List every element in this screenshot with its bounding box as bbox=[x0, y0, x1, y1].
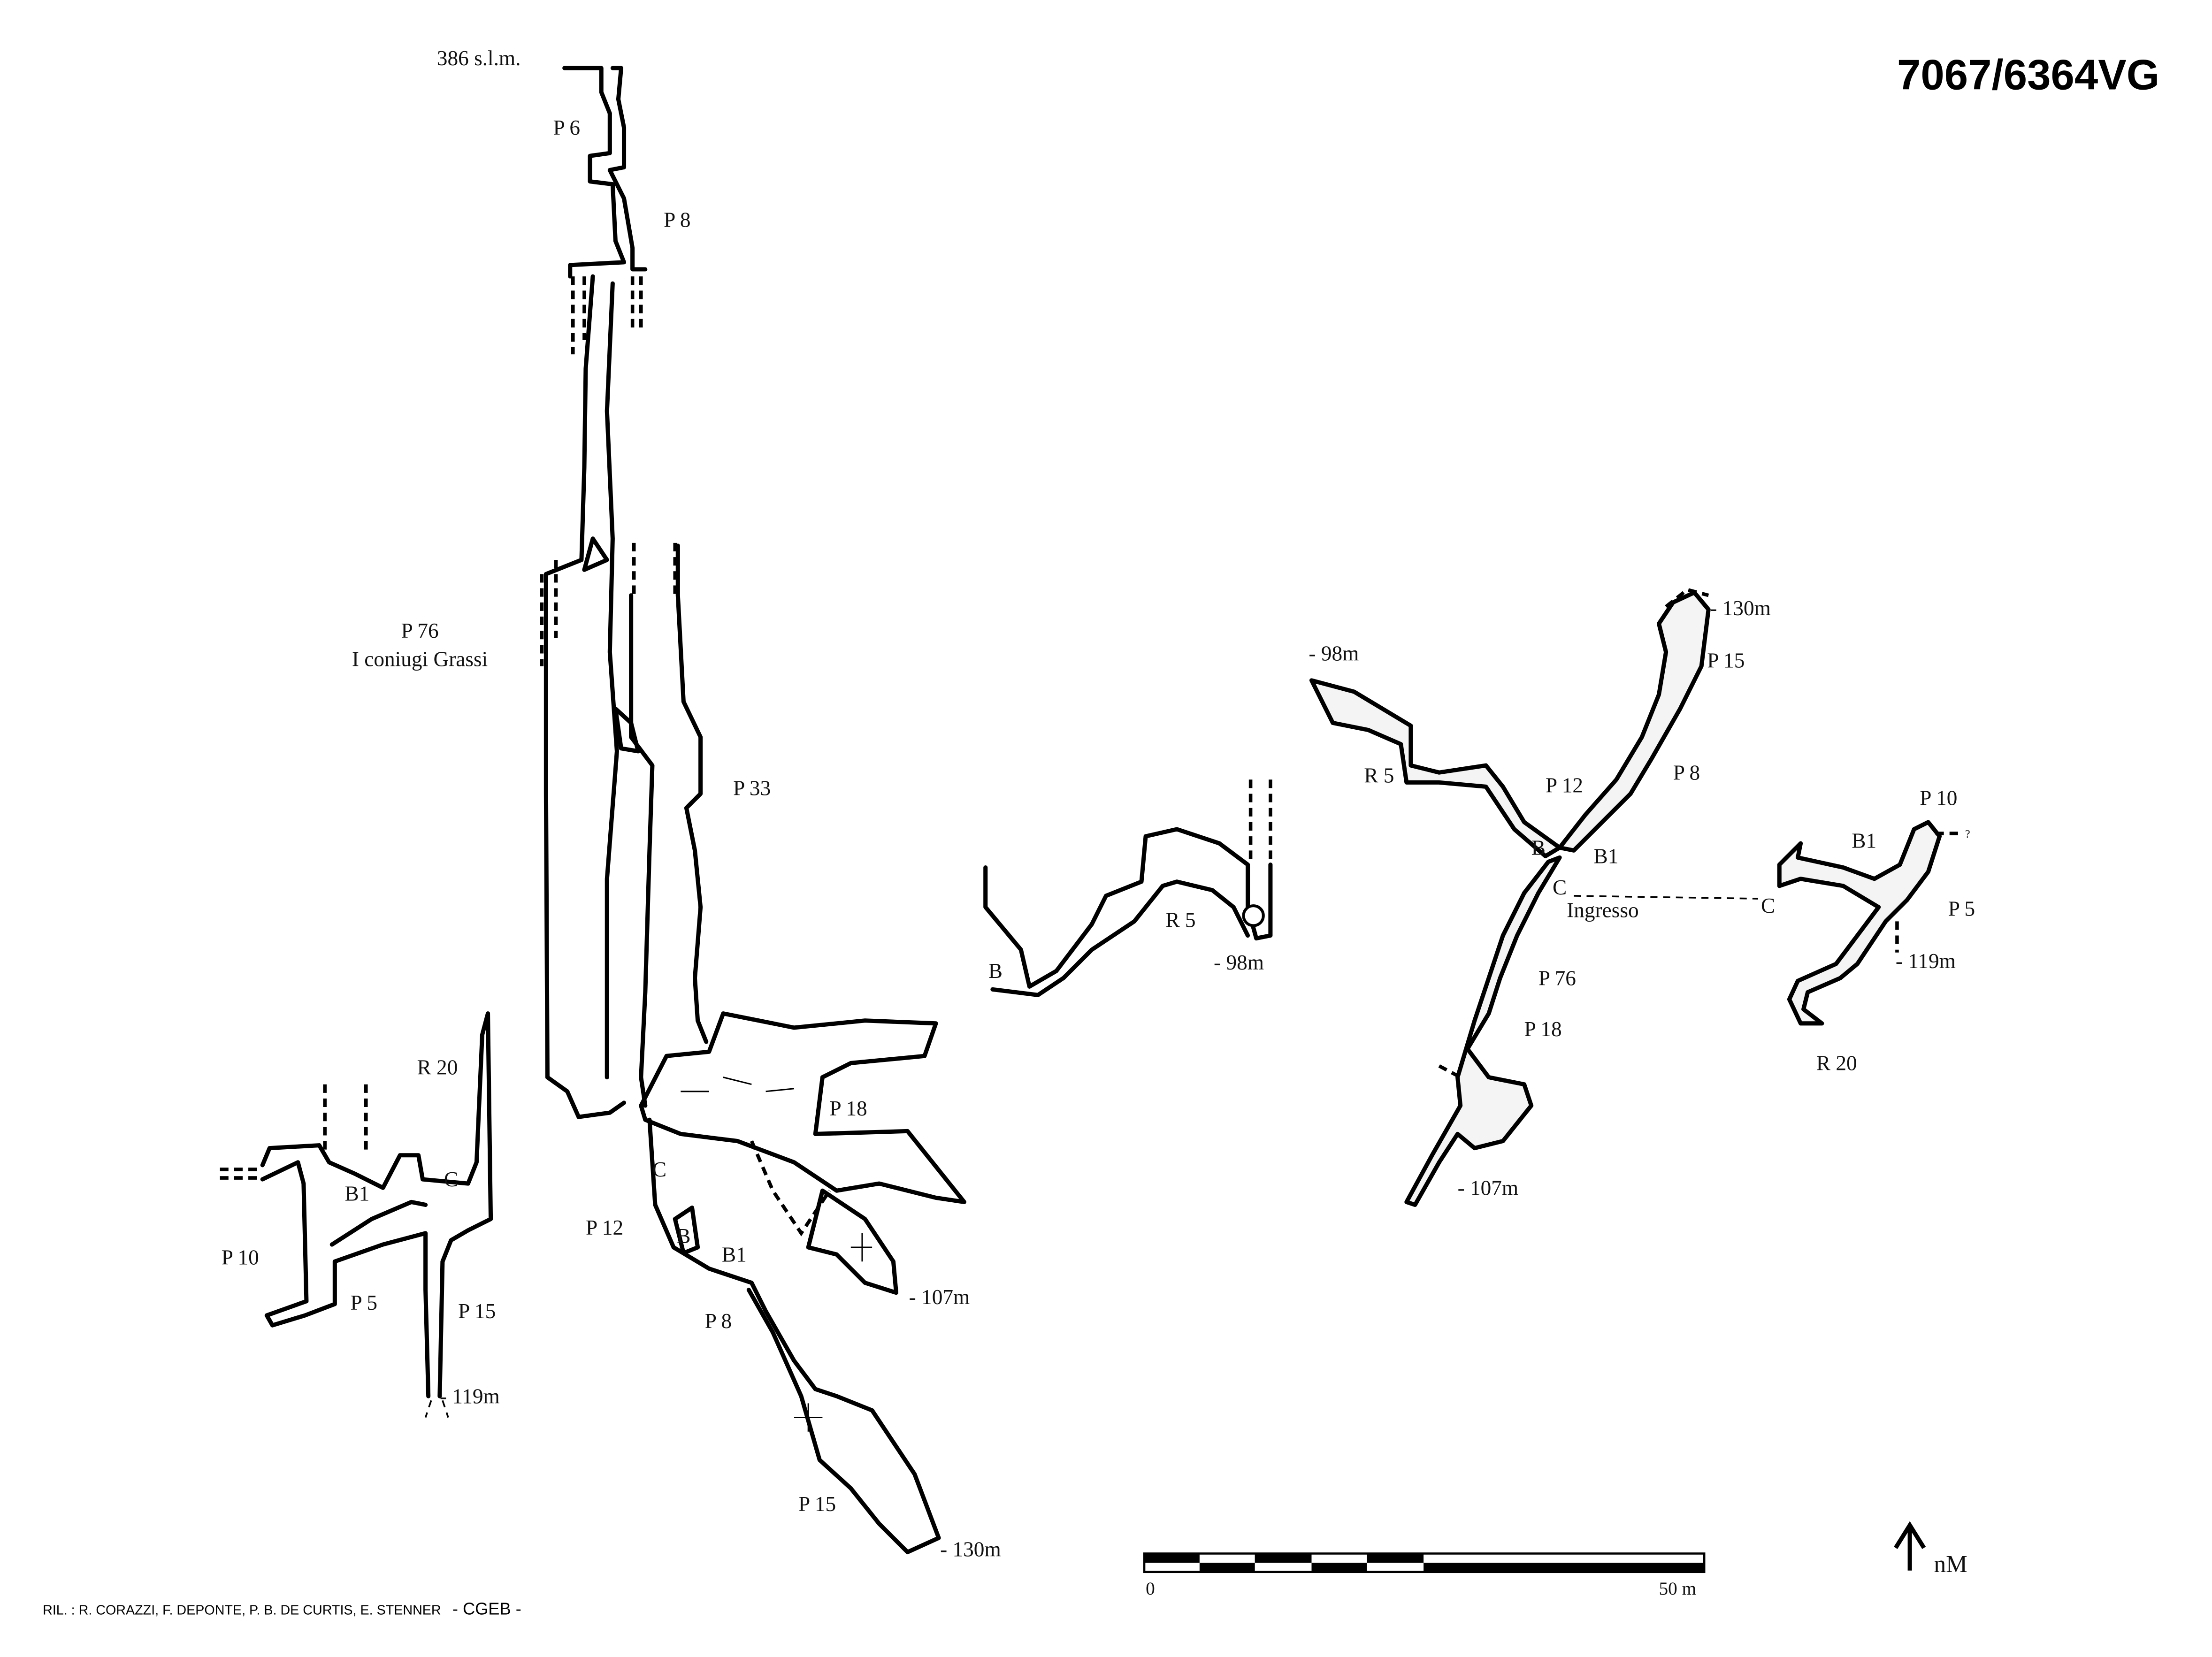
label-p8-low: P 8 bbox=[705, 1309, 732, 1333]
label-depth-119: - 119m bbox=[440, 1384, 500, 1408]
plan-label-c: C bbox=[1553, 876, 1567, 899]
plan-label-depth-130: - 130m bbox=[1710, 596, 1771, 620]
scale-bar: 0 50 m bbox=[1143, 1552, 1706, 1599]
label-b1-main: B1 bbox=[722, 1243, 747, 1266]
scale-start-label: 0 bbox=[1146, 1579, 1155, 1599]
north-arrow-icon: nM bbox=[1894, 1521, 1967, 1578]
plan-label-p12: P 12 bbox=[1546, 773, 1583, 797]
p33-shaft bbox=[629, 593, 655, 1108]
label-p18: P 18 bbox=[829, 1097, 867, 1120]
label-p76: P 76 bbox=[401, 619, 438, 642]
label-b-main: B bbox=[676, 1224, 690, 1248]
label-p5: P 5 bbox=[351, 1291, 377, 1314]
plan-label-p10: P 10 bbox=[1920, 787, 1957, 810]
plan-label-depth-98: - 98m bbox=[1309, 642, 1359, 665]
plan-label-r5: R 5 bbox=[1364, 764, 1394, 787]
label-p76-name: I coniugi Grassi bbox=[352, 648, 488, 671]
label-p6: P 6 bbox=[553, 116, 580, 139]
plan-label-ingresso: Ingresso bbox=[1567, 898, 1638, 922]
label-r20: R 20 bbox=[417, 1056, 458, 1079]
altitude-label: 386 s.l.m. bbox=[437, 46, 521, 70]
cave-id-title: 7067/6364VG bbox=[1897, 51, 2159, 99]
label-depth-98-mid: - 98m bbox=[1214, 951, 1264, 974]
plan-label-b1-right: B1 bbox=[1852, 829, 1876, 852]
p76-shaft-outer bbox=[543, 274, 627, 1119]
label-c-left: C bbox=[444, 1168, 458, 1191]
p76-shaft-inner bbox=[605, 281, 619, 1080]
credits: RIL. : R. CORAZZI, F. DEPONTE, P. B. DE … bbox=[43, 1595, 521, 1619]
label-b1-left: B1 bbox=[344, 1182, 369, 1205]
label-b-mid: B bbox=[988, 959, 1003, 983]
plan-label-r20: R 20 bbox=[1816, 1052, 1857, 1075]
label-depth-130: - 130m bbox=[940, 1538, 1001, 1561]
plan-label-depth-107: - 107m bbox=[1458, 1176, 1519, 1199]
entrance-shaft-wall-right bbox=[607, 66, 648, 272]
credits-group: - CGEB - bbox=[452, 1599, 521, 1618]
plan-label-c-right: C bbox=[1761, 894, 1775, 917]
r5-branch-section: B R 5 - 98m bbox=[983, 779, 1273, 997]
plan-label-b: B bbox=[1531, 836, 1546, 859]
label-p33: P 33 bbox=[733, 777, 771, 800]
label-r5-mid: R 5 bbox=[1165, 908, 1195, 932]
plan-label-p8: P 8 bbox=[1673, 761, 1700, 784]
credits-surveyors: RIL. : R. CORAZZI, F. DEPONTE, P. B. DE … bbox=[43, 1603, 441, 1618]
label-p8-top: P 8 bbox=[664, 208, 690, 231]
label-c-main: C bbox=[652, 1158, 666, 1181]
label-p15-low: P 15 bbox=[798, 1492, 836, 1516]
plan-view: - 130m P 15 - 98m R 5 P 12 P 8 B B1 C In… bbox=[1309, 588, 1975, 1207]
plan-label-question: ? bbox=[1965, 828, 1970, 840]
plan-label-depth-119: - 119m bbox=[1896, 949, 1956, 973]
label-p12: P 12 bbox=[586, 1216, 623, 1239]
label-depth-107: - 107m bbox=[909, 1285, 970, 1309]
plan-label-p76: P 76 bbox=[1538, 966, 1576, 990]
left-system-entry bbox=[220, 1084, 368, 1180]
plan-label-p18: P 18 bbox=[1524, 1017, 1562, 1041]
left-system bbox=[260, 1011, 493, 1398]
plan-label-p5: P 5 bbox=[1948, 897, 1975, 920]
entrance-shaft-wall-left bbox=[562, 66, 627, 279]
plan-label-p15: P 15 bbox=[1707, 649, 1745, 672]
label-p15-left: P 15 bbox=[458, 1299, 496, 1323]
scale-end-label: 50 m bbox=[1659, 1579, 1697, 1599]
plan-label-b1: B1 bbox=[1594, 845, 1619, 868]
lower-branch bbox=[647, 1117, 941, 1555]
north-label: nM bbox=[1934, 1551, 1967, 1578]
section-view: 386 s.l.m. P 6 P 8 P 76 I coniugi Grassi… bbox=[220, 46, 1001, 1561]
label-p10: P 10 bbox=[222, 1245, 259, 1269]
